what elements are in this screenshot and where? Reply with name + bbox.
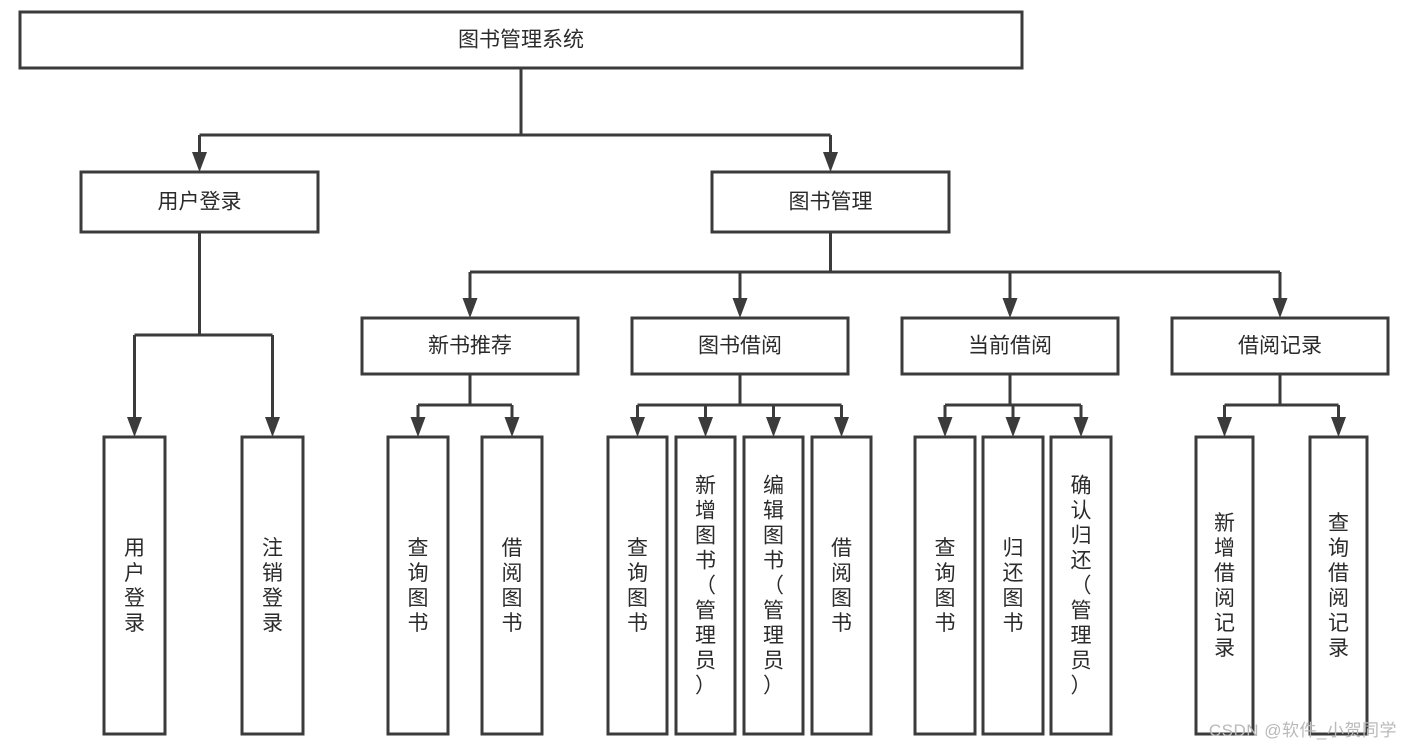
node-book-manage[interactable]: 图书管理 [710,170,951,234]
conn-bookmanage-to-l2 [462,232,1288,318]
arrow-head-icon [937,417,953,437]
conn-currentborrow-to-leaves [937,374,1089,437]
arrow-head-icon [732,298,748,318]
node-label-user-login: 用户登录 [158,191,242,214]
node-label-leaf-query-book-3: 查询图书 [935,537,956,635]
arrow-head-icon [698,417,713,437]
node-label-leaf-add-book-admin: 新增图书（管理员） [695,475,716,698]
node-box-leaf-query-book-2[interactable] [606,435,669,736]
arrow-head-icon [630,417,645,437]
node-box-leaf-user-login[interactable] [102,435,167,736]
node-box-leaf-query-book-3[interactable] [913,435,977,736]
node-box-root[interactable] [18,10,1024,70]
node-box-borrow-record[interactable] [1170,316,1390,376]
node-book-borrow[interactable]: 图书借阅 [630,316,850,376]
arrow-head-icon [1073,417,1089,437]
node-current-borrow[interactable]: 当前借阅 [900,316,1120,376]
node-leaf-query-book-1[interactable]: 查询图书 [386,435,450,736]
node-label-root: 图书管理系统 [458,29,584,52]
arrow-head-icon [1331,417,1346,437]
node-new-book-rec[interactable]: 新书推荐 [360,316,580,376]
arrow-head-icon [766,417,781,437]
node-label-leaf-add-borrow-record: 新增借阅记录 [1214,512,1235,660]
node-box-book-manage[interactable] [710,170,951,234]
node-leaf-logout[interactable]: 注销登录 [240,435,305,736]
arrow-head-icon [834,417,849,437]
node-label-leaf-logout: 注销登录 [262,537,283,635]
arrow-head-icon [410,417,426,437]
node-borrow-record[interactable]: 借阅记录 [1170,316,1390,376]
conn-borrowrecord-to-leaves [1217,374,1346,437]
node-label-book-manage: 图书管理 [789,191,873,214]
node-label-current-borrow: 当前借阅 [968,335,1052,358]
node-label-leaf-borrow-book-1: 借阅图书 [502,537,523,635]
node-leaf-edit-book-admin[interactable]: 编辑图书（管理员） [742,435,805,736]
node-box-leaf-return-book[interactable] [981,435,1045,736]
node-label-leaf-edit-book-admin: 编辑图书（管理员） [763,475,784,698]
node-box-book-borrow[interactable] [630,316,850,376]
arrow-head-icon [192,152,207,172]
node-leaf-query-book-2[interactable]: 查询图书 [606,435,669,736]
node-user-login[interactable]: 用户登录 [79,170,320,234]
node-label-leaf-query-borrow-record: 查询借阅记录 [1328,512,1349,660]
node-label-leaf-return-book: 归还图书 [1003,537,1024,635]
node-leaf-add-book-admin[interactable]: 新增图书（管理员） [674,435,737,736]
node-leaf-borrow-book-2[interactable]: 借阅图书 [810,435,873,736]
arrow-head-icon [127,417,142,437]
node-label-book-borrow: 图书借阅 [698,335,782,358]
node-label-new-book-rec: 新书推荐 [428,335,512,358]
node-root[interactable]: 图书管理系统 [18,10,1024,70]
conn-bookborrow-to-leaves [630,374,849,437]
node-leaf-user-login[interactable]: 用户登录 [102,435,167,736]
node-leaf-query-borrow-record[interactable]: 查询借阅记录 [1308,435,1369,736]
node-label-leaf-confirm-return-admin: 确认归还（管理员） [1071,475,1092,698]
node-box-new-book-rec[interactable] [360,316,580,376]
node-box-user-login[interactable] [79,170,320,234]
node-leaf-return-book[interactable]: 归还图书 [981,435,1045,736]
node-box-leaf-query-borrow-record[interactable] [1308,435,1369,736]
arrow-head-icon [462,298,478,318]
node-leaf-confirm-return-admin[interactable]: 确认归还（管理员） [1049,435,1113,736]
node-box-leaf-add-book-admin[interactable] [674,435,737,736]
node-label-leaf-query-book-2: 查询图书 [627,537,648,635]
conn-newbook-to-leaves [410,374,520,437]
node-leaf-borrow-book-1[interactable]: 借阅图书 [480,435,544,736]
node-label-borrow-record: 借阅记录 [1238,335,1322,358]
arrow-head-icon [265,417,280,437]
node-leaf-add-borrow-record[interactable]: 新增借阅记录 [1194,435,1255,736]
node-box-leaf-logout[interactable] [240,435,305,736]
node-label-leaf-query-book-1: 查询图书 [408,537,429,635]
node-box-leaf-query-book-1[interactable] [386,435,450,736]
node-label-leaf-user-login: 用户登录 [124,537,145,635]
arrow-head-icon [504,417,520,437]
arrow-head-icon [1002,298,1018,318]
node-box-leaf-borrow-book-2[interactable] [810,435,873,736]
node-box-leaf-confirm-return-admin[interactable] [1049,435,1113,736]
node-box-leaf-edit-book-admin[interactable] [742,435,805,736]
arrow-head-icon [823,152,838,172]
conn-root-to-l1 [192,68,838,172]
arrow-head-icon [1005,417,1021,437]
node-label-leaf-borrow-book-2: 借阅图书 [831,537,852,635]
watermark-text: CSDN @软件_小贺同学 [1208,721,1397,740]
arrow-head-icon [1217,417,1232,437]
arrow-head-icon [1272,298,1288,318]
node-leaf-query-book-3[interactable]: 查询图书 [913,435,977,736]
conn-userlogin-to-leaves [127,232,280,437]
node-box-current-borrow[interactable] [900,316,1120,376]
node-box-leaf-add-borrow-record[interactable] [1194,435,1255,736]
node-box-leaf-borrow-book-1[interactable] [480,435,544,736]
